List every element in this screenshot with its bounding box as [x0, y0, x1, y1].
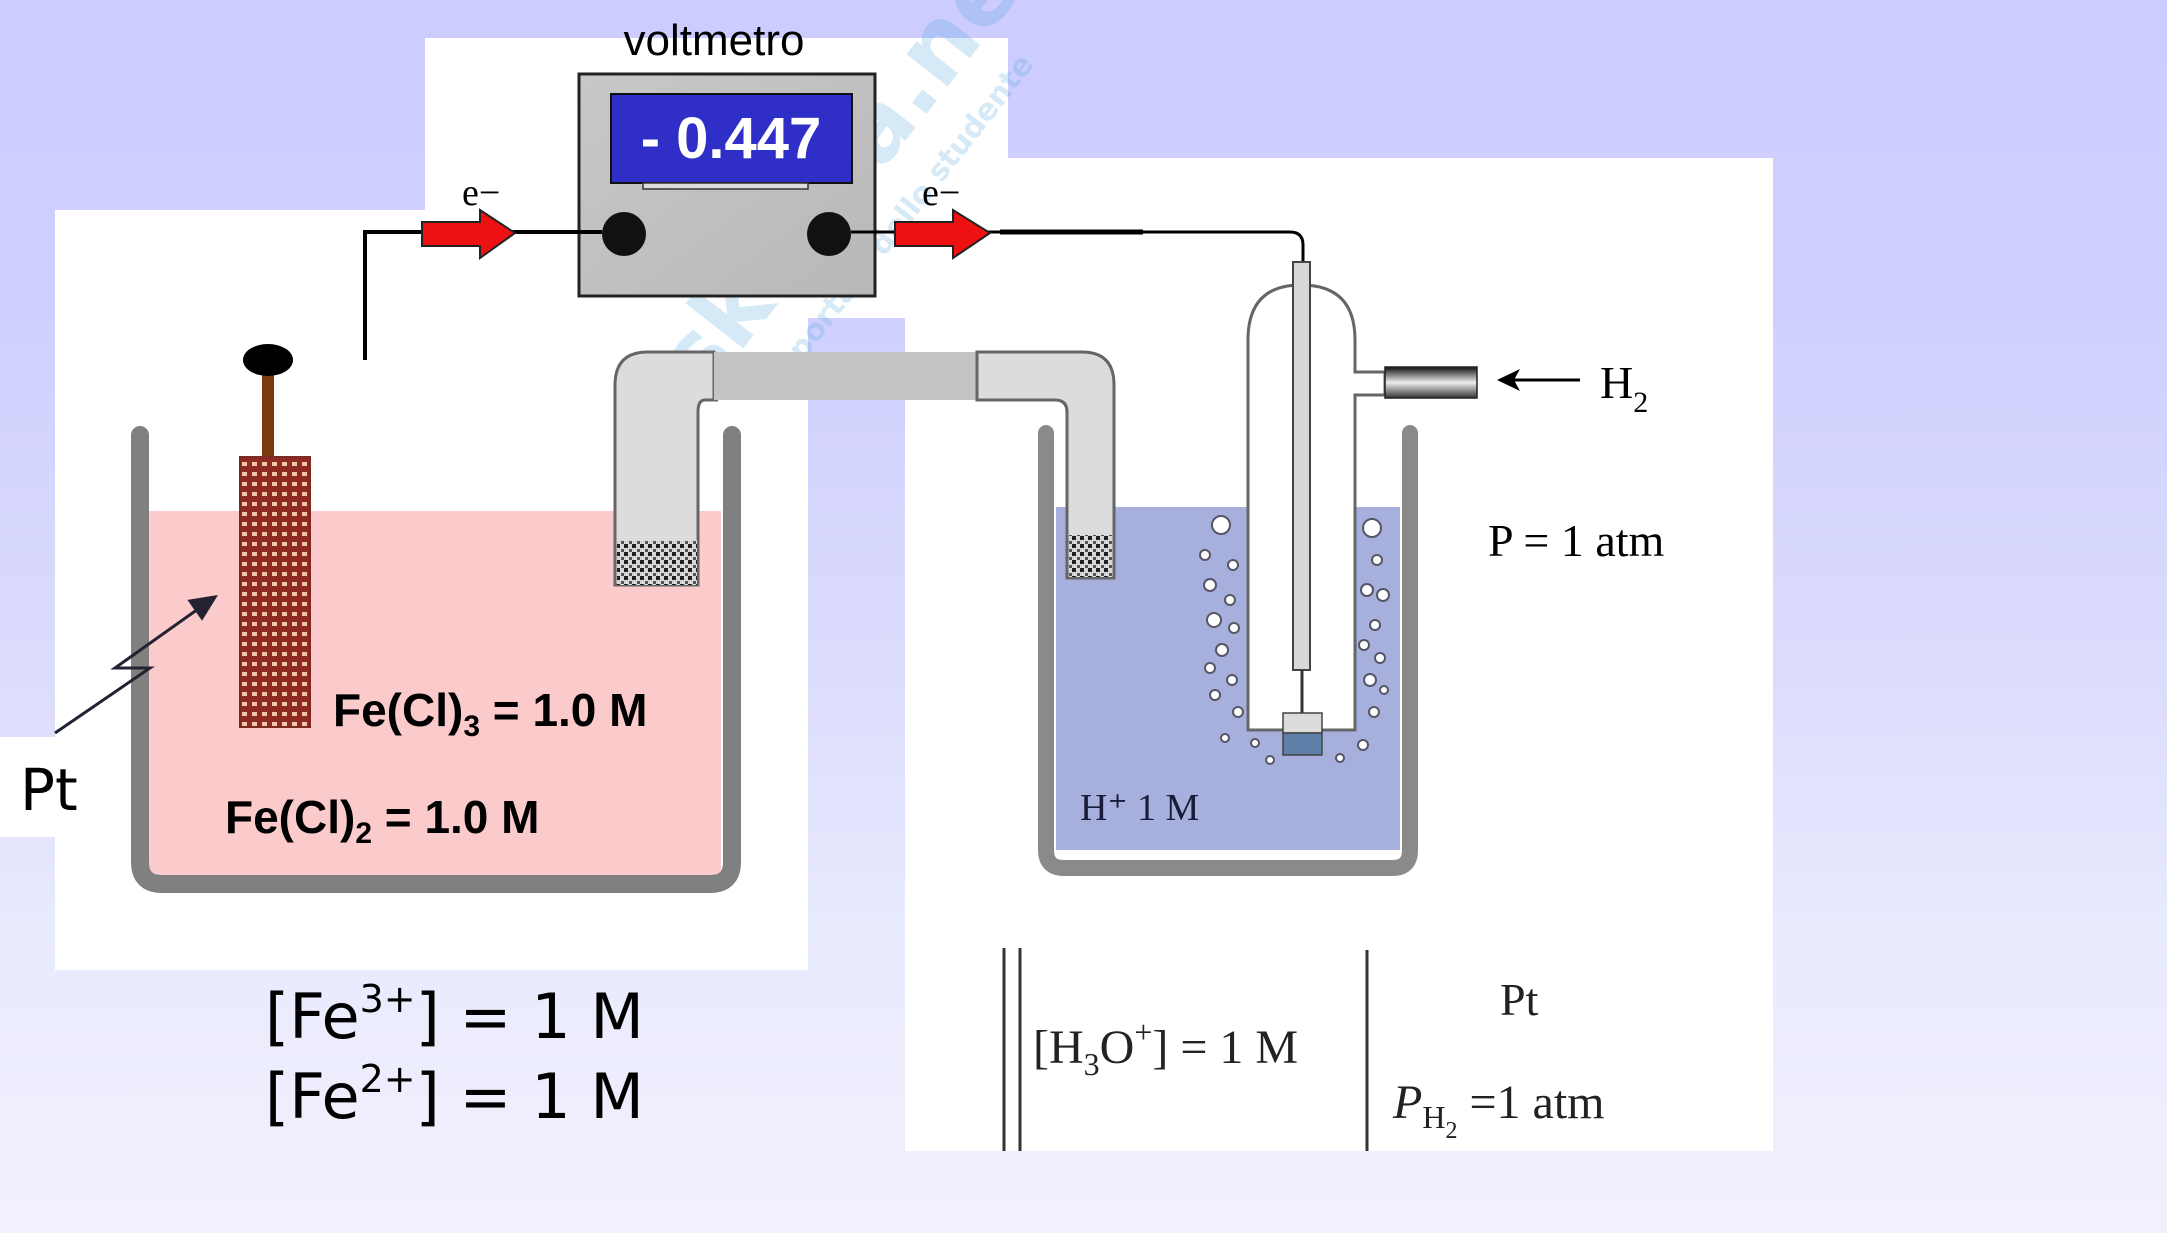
- h2-label: H2: [1600, 357, 1648, 419]
- hydrogen-bubbles: [1199, 515, 1390, 765]
- left-beaker-glass: [131, 426, 741, 893]
- arrow-right-icon: [894, 208, 992, 260]
- h-plus-label: H⁺ 1 M: [1080, 787, 1199, 829]
- glass-rod: [1292, 261, 1311, 671]
- pt-pointer-line: [54, 595, 216, 735]
- voltmeter: - 0.447: [577, 72, 877, 298]
- arrow-right-icon: [421, 208, 517, 260]
- left-beaker: Fe(Cl)3 = 1.0 M Fe(Cl)2 = 1.0 M: [131, 344, 741, 893]
- iron-concentrations: [Fe3+] = 1 M [Fe2+] = 1 M: [265, 977, 644, 1133]
- fecl2-label: Fe(Cl)2 = 1.0 M: [225, 791, 539, 850]
- electron-arrow-right: e−: [894, 172, 992, 260]
- h2-inflow: H2: [1497, 357, 1648, 419]
- electron-arrow-left: e−: [421, 172, 517, 260]
- fecl3-label: Fe(Cl)3 = 1.0 M: [333, 684, 647, 743]
- cell-notation: [H3O+] = 1 M Pt PH2 =1 atm: [1002, 948, 1604, 1151]
- left-wire: [363, 230, 602, 360]
- salt-bridge-middle: [714, 352, 977, 400]
- arrow-left-icon: [1497, 369, 1520, 391]
- terminal-positive: [807, 212, 851, 256]
- pt-label-box: [0, 737, 55, 837]
- fe2-concentration: [Fe2+] = 1 M: [265, 1057, 644, 1133]
- display-bezel: [642, 182, 809, 190]
- voltmeter-reading: - 0.447: [641, 106, 822, 171]
- fe3-concentration: [Fe3+] = 1 M: [265, 977, 644, 1053]
- voltmeter-title: voltmetro: [624, 16, 805, 65]
- pt-pointer-head: [187, 595, 219, 621]
- pt-foil-bottom: [1282, 732, 1323, 756]
- salt-bridge-right-leg: [975, 350, 1116, 580]
- pressure-label: P = 1 atm: [1488, 515, 1665, 566]
- pt-foil-top: [1282, 712, 1323, 734]
- ph2-notation: PH2 =1 atm: [1392, 1076, 1604, 1144]
- pt-mesh-electrode: [239, 456, 311, 728]
- electron-label-right: e−: [922, 172, 960, 214]
- pt-pointer: [54, 595, 219, 735]
- frit-left: [617, 540, 697, 585]
- hydrogen-electrode-tube: [1246, 283, 1387, 732]
- right-beaker-glass: [1038, 425, 1418, 876]
- electron-label-left: e−: [462, 172, 500, 214]
- pt-label: Pt: [20, 756, 78, 824]
- electrode-stem: [262, 372, 274, 458]
- h3o-concentration: [H3O+] = 1 M: [1033, 1014, 1298, 1082]
- terminal-negative: [602, 212, 646, 256]
- voltmeter-display: [610, 93, 853, 184]
- electrode-terminal: [243, 344, 293, 376]
- right-wire-b: [1143, 230, 1305, 262]
- salt-bridge: [613, 350, 1116, 587]
- frit-right: [1069, 535, 1112, 577]
- pt-notation: Pt: [1500, 974, 1539, 1025]
- h2-inlet: [1384, 366, 1478, 399]
- right-beaker: H⁺ 1 M: [1038, 261, 1478, 876]
